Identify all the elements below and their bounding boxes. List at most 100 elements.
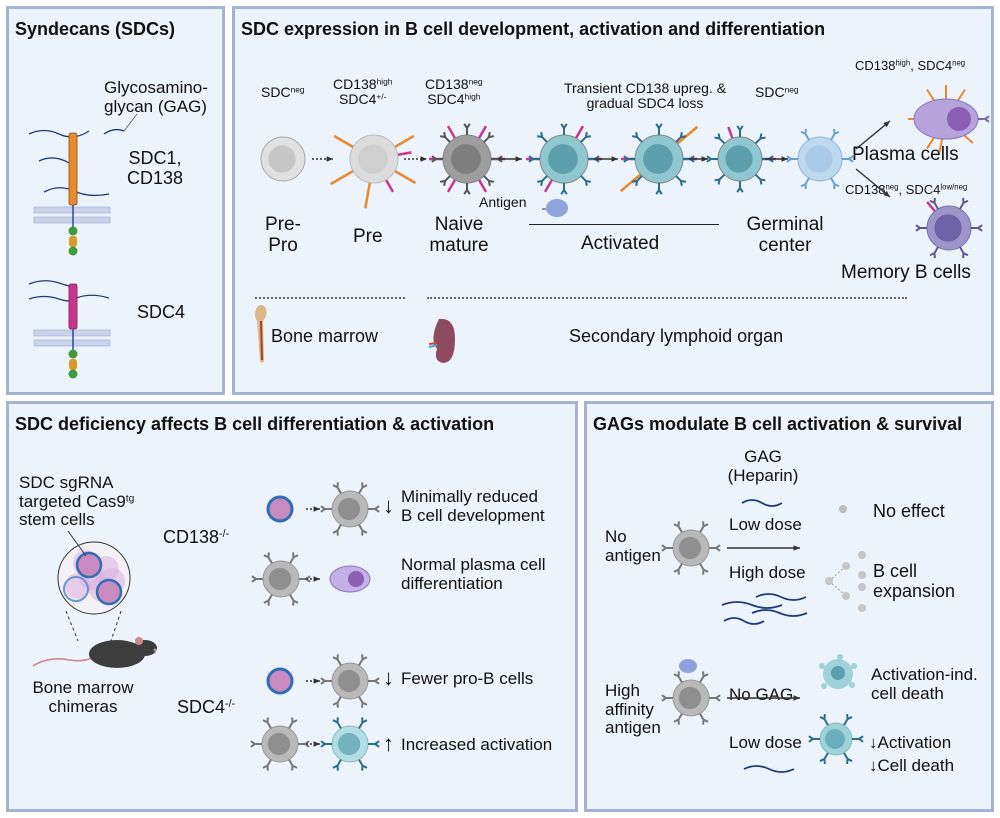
result-no-effect: No effect xyxy=(873,501,945,521)
cell-dot-icon xyxy=(858,604,866,612)
condition-high-affinity: High affinity antigen xyxy=(605,681,661,738)
genotype-cd138: CD138-/- xyxy=(163,527,230,547)
flow-arrow-icon xyxy=(306,741,320,747)
b-cell-grey xyxy=(320,654,380,708)
flow-arrow-icon xyxy=(404,156,427,162)
gag-label: Glycosamino- glycan (GAG) xyxy=(104,78,208,116)
sdc1-label: SDC1, CD138 xyxy=(127,148,184,188)
source-label: SDC sgRNA targeted Cas9tg stem cells xyxy=(19,473,135,530)
b-cell-activated xyxy=(808,714,864,764)
dose-low: Low dose xyxy=(729,515,802,534)
cell-pre xyxy=(330,134,417,209)
panel-gags: GAGs modulate B cell activation & surviv… xyxy=(584,401,994,812)
down-arrow-icon: ↓ xyxy=(383,665,394,690)
b-cell-grey xyxy=(250,717,310,771)
flow-arrow-icon xyxy=(765,156,788,162)
cell-dot-icon xyxy=(842,562,850,570)
cell-activated-2 xyxy=(619,123,699,195)
cell-memory xyxy=(915,197,983,259)
bone-marrow-divider xyxy=(255,297,405,299)
marker-memory: CD138neg, SDC4low/neg xyxy=(845,182,968,197)
gag-wave-icon xyxy=(723,617,765,625)
location-bone-marrow: Bone marrow xyxy=(271,326,379,346)
panel-title: SDC expression in B cell development, ac… xyxy=(241,19,826,39)
location-secondary-lymphoid: Secondary lymphoid organ xyxy=(569,326,784,346)
marker-gc: SDCneg xyxy=(755,84,799,100)
effect-sdc4-prob: Fewer pro-B cells xyxy=(401,669,534,688)
label-plasma-cells: Plasma cells xyxy=(852,144,959,165)
cell-dot-icon xyxy=(839,505,847,513)
down-arrow-icon: ↓ xyxy=(383,493,394,518)
dose-high: High dose xyxy=(729,563,806,582)
flow-arrow-icon xyxy=(727,545,800,551)
flow-arrow-icon xyxy=(498,156,522,162)
stem-cell-cluster-icon xyxy=(57,530,131,642)
b-cell-grey xyxy=(661,521,721,575)
activated-bracket-line xyxy=(529,224,719,225)
gag-header: GAG (Heparin) xyxy=(727,447,799,485)
flow-arrow-icon xyxy=(306,506,320,512)
marker-prepro: SDCneg xyxy=(261,84,305,100)
dose-no-gag: No GAG xyxy=(729,685,794,704)
flow-arrow-icon xyxy=(306,678,320,684)
antigen-icon xyxy=(679,659,697,673)
dying-cell-icon xyxy=(819,654,857,689)
chimera-label: Bone marrow chimeras xyxy=(32,678,134,716)
condition-no-antigen: No antigen xyxy=(605,527,661,565)
label-memory-cells: Memory B cells xyxy=(841,262,971,283)
deficiency-cells xyxy=(57,482,380,771)
sdc4-glyph-icon xyxy=(28,280,111,379)
panel-expression: SDC expression in B cell development, ac… xyxy=(232,6,994,395)
panel-title: GAGs modulate B cell activation & surviv… xyxy=(593,414,963,434)
stage-label-prepro: Pre- Pro xyxy=(265,214,301,256)
stage-label-naive: Naive mature xyxy=(429,214,489,256)
genotype-sdc4: SDC4-/- xyxy=(177,697,236,717)
cell-activated-1 xyxy=(526,123,602,195)
flow-arrow-icon xyxy=(727,695,800,701)
flow-arrow-icon xyxy=(312,156,333,162)
cell-plasma xyxy=(908,85,990,153)
effect-sdc4-activation: Increased activation xyxy=(401,735,553,754)
up-arrow-icon: ↑ xyxy=(383,731,394,756)
cell-prepro xyxy=(260,136,306,182)
flow-arrow-icon xyxy=(689,156,708,162)
flow-arrow-icon xyxy=(306,576,320,582)
cell-dot-icon xyxy=(858,583,866,591)
down-arrow-icon: ↓ xyxy=(869,755,878,775)
expression-cells xyxy=(260,85,990,259)
flow-arrow-icon xyxy=(855,120,891,150)
effect-cd138-plasma: Normal plasma cell differentiation xyxy=(401,555,546,593)
cell-dot-icon xyxy=(858,571,866,579)
flow-arrow-icon xyxy=(855,168,891,198)
gag-wave-icon xyxy=(743,765,795,773)
cell-dot-icon xyxy=(825,577,833,585)
stage-label-gc: Germinal center xyxy=(746,214,824,256)
antigen-icon xyxy=(546,199,568,217)
marker-naive: CD138neg SDC4high xyxy=(425,76,483,108)
down-arrow-icon: ↓ xyxy=(869,733,878,752)
result-b-cell-expansion: B cell expansion xyxy=(873,561,956,601)
antigen-label: Antigen xyxy=(479,194,527,210)
cell-naive xyxy=(429,123,505,195)
b-cell-grey xyxy=(251,552,311,606)
stage-label-activated: Activated xyxy=(581,233,660,254)
spleen-icon xyxy=(428,318,455,363)
marker-pre: CD138high SDC4+/- xyxy=(333,76,393,108)
bone-icon xyxy=(255,305,267,363)
cell-dot-icon xyxy=(842,592,850,600)
sdc4-label: SDC4 xyxy=(137,302,186,322)
cell-germinal-center xyxy=(786,128,854,190)
panel-title: Syndecans (SDCs) xyxy=(15,19,176,39)
result-reduced: ↓Activation ↓Cell death xyxy=(869,733,955,775)
marker-activated: Transient CD138 upreg. & gradual SDC4 lo… xyxy=(563,80,727,112)
mouse-icon xyxy=(32,637,157,668)
cell-dot-icon xyxy=(858,551,866,559)
plasma-cell xyxy=(329,565,371,593)
panel-syndecans: Syndecans (SDCs) Glycosamino- glycan (GA… xyxy=(6,6,225,395)
stem-cell xyxy=(266,495,294,523)
b-cell-grey xyxy=(661,671,721,725)
gag-cells xyxy=(661,499,866,773)
effect-cd138-development: Minimally reduced B cell development xyxy=(401,487,545,525)
stem-cell xyxy=(266,667,294,695)
gag-wave-icon xyxy=(755,593,807,601)
